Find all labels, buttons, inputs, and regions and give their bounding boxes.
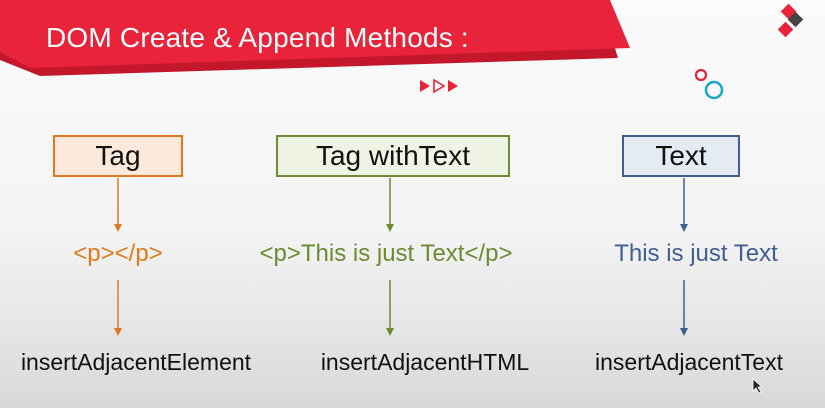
slide-title: DOM Create & Append Methods : bbox=[46, 22, 469, 53]
tag-example-text: <p></p> bbox=[73, 240, 163, 267]
method-insert-adjacent-element: insertAdjacentElement bbox=[20, 349, 252, 375]
text-box-label: Text bbox=[655, 140, 707, 171]
play-arrows-icon bbox=[420, 78, 458, 94]
text-box: Text bbox=[622, 135, 740, 177]
method-insert-adjacent-text: insertAdjacentText bbox=[595, 349, 783, 375]
method-insert-adjacent-html: insertAdjacentHTML bbox=[320, 349, 530, 375]
tag-with-text-box-label: Tag withText bbox=[315, 140, 471, 171]
tag-box-label: Tag bbox=[95, 140, 141, 171]
tag-with-text-example-text: <p>This is just Text</p> bbox=[259, 240, 513, 267]
circles-decoration-icon bbox=[694, 68, 724, 100]
tag-box: Tag bbox=[53, 135, 183, 177]
diamond-logo-icon bbox=[777, 4, 804, 38]
text-example-text: This is just Text bbox=[614, 240, 778, 267]
tag-with-text-box: Tag withText bbox=[276, 135, 510, 177]
title-banner bbox=[0, 0, 630, 76]
mouse-cursor-icon bbox=[752, 378, 764, 394]
